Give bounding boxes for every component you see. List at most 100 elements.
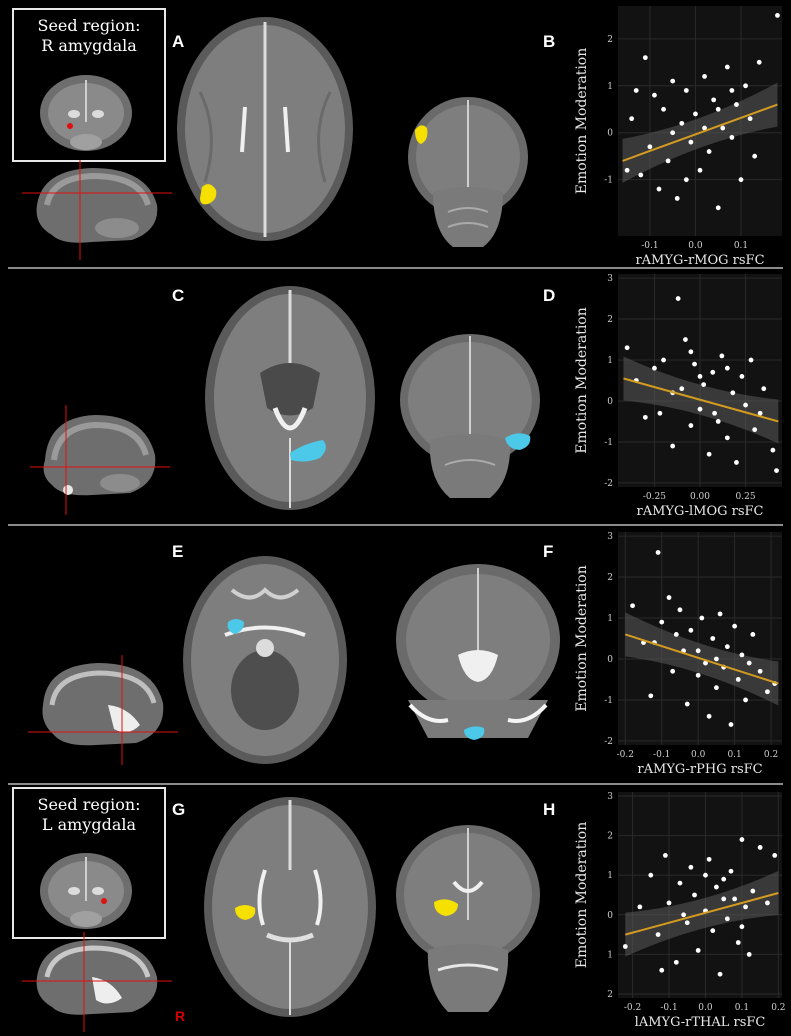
panel-letter-g: G (172, 800, 186, 819)
data-point (666, 900, 672, 906)
data-point (652, 365, 657, 371)
data-point (715, 106, 721, 112)
data-point (775, 12, 780, 18)
data-point (732, 623, 738, 629)
data-point (655, 550, 661, 555)
y-tick-label: 1 (607, 82, 613, 92)
y-axis-label: Emotion Moderation (574, 307, 590, 454)
data-point (661, 357, 666, 363)
data-point (683, 337, 688, 342)
sagittal-thumbnail-row4 (22, 932, 172, 1032)
data-point (757, 410, 763, 416)
data-point (724, 435, 730, 441)
fit-line (623, 377, 779, 423)
data-point (729, 135, 735, 140)
sagittal-thumbnail-row1 (22, 160, 172, 260)
axial-slice-a (177, 17, 353, 241)
data-point (746, 660, 752, 666)
row-divider-2 (8, 524, 783, 526)
data-point (714, 685, 719, 691)
x-axis-label: rAMYG-lMOG rsFC (636, 504, 763, 519)
coronal-slice-h (396, 825, 540, 1012)
seed-region-title-left: Seed region: L amygdala (14, 795, 164, 835)
x-tick-label: 0.1 (735, 1003, 749, 1013)
data-point (657, 410, 663, 416)
coronal-slice-b (408, 97, 528, 247)
y-tick-label: 3 (607, 274, 613, 284)
data-point (712, 410, 717, 416)
data-point (750, 888, 756, 894)
y-tick-label: 2 (607, 315, 613, 325)
data-point (622, 944, 628, 949)
data-point (642, 55, 648, 61)
y-tick-label: -2 (604, 479, 613, 489)
data-point (656, 186, 662, 192)
data-point (638, 172, 644, 178)
data-point (730, 390, 736, 396)
data-point (661, 106, 666, 112)
data-point (679, 386, 685, 392)
y-tick-label: 2 (607, 832, 613, 842)
x-tick-label: 0.00 (690, 492, 710, 502)
data-point (706, 856, 712, 862)
panel-letter-b: B (543, 32, 556, 51)
data-point (655, 932, 661, 938)
y-tick-label: 1 (607, 356, 613, 366)
data-point (706, 451, 712, 457)
data-point (688, 423, 694, 428)
data-point (699, 615, 705, 621)
data-point (659, 967, 665, 973)
panel-letter-e: E (172, 542, 184, 561)
data-point (633, 88, 639, 93)
data-point (688, 864, 694, 870)
data-point (695, 672, 701, 678)
data-point (724, 644, 730, 650)
data-point (743, 904, 748, 910)
y-tick-label: 3 (607, 792, 613, 802)
y-tick-label: 2 (607, 990, 613, 1000)
panel-letter-c: C (172, 286, 185, 305)
data-point (739, 652, 745, 658)
data-point (747, 116, 753, 122)
data-point (684, 701, 690, 707)
fit-line (624, 633, 779, 685)
y-axis-label: Emotion Moderation (574, 822, 590, 969)
y-tick-label: -2 (604, 737, 613, 747)
data-point (674, 196, 680, 201)
data-point (670, 668, 676, 674)
data-point (681, 912, 686, 918)
data-point (761, 386, 767, 392)
data-point (752, 427, 758, 433)
data-point (734, 460, 739, 465)
x-axis-label: rAMYG-rMOG rsFC (635, 253, 764, 268)
data-point (757, 668, 763, 674)
y-tick-label: 2 (607, 35, 613, 45)
seed-marker-right-amygdala (67, 123, 73, 129)
data-point (673, 632, 679, 637)
data-point (647, 144, 653, 150)
cluster-rthal-coronal (434, 899, 458, 916)
data-point (774, 468, 779, 474)
cluster-lmog-coronal (505, 433, 531, 450)
axial-slice-g (204, 797, 376, 1017)
data-point (692, 361, 697, 367)
data-point (630, 603, 635, 609)
data-point (743, 402, 748, 408)
seed-region-box-right: Seed region: R amygdala (12, 8, 166, 162)
data-point (770, 447, 776, 453)
data-point (735, 677, 741, 682)
data-point (724, 916, 730, 922)
data-point (670, 443, 676, 449)
data-point (693, 111, 698, 117)
data-point (683, 88, 689, 93)
data-point (714, 656, 719, 662)
y-tick-label: 2 (607, 573, 613, 583)
sagittal-thumbnail-row3 (28, 655, 178, 765)
data-point (688, 627, 694, 633)
data-point (692, 892, 697, 898)
seed-label-line1: Seed region: (37, 16, 141, 35)
y-axis-label: Emotion Moderation (574, 565, 590, 712)
row-divider-3 (8, 783, 783, 785)
